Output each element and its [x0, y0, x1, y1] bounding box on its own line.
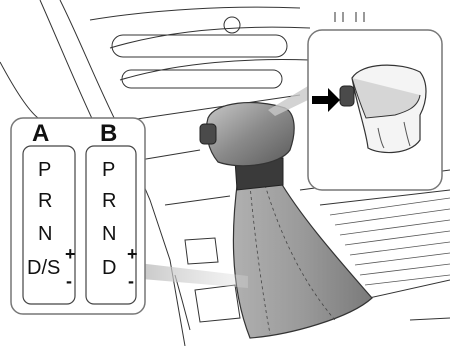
- shift-button: [200, 124, 216, 144]
- gear-n-label: N: [102, 224, 116, 244]
- inset-shift-button: [340, 86, 354, 106]
- gear-d-label: D: [102, 258, 116, 278]
- gear-r-label: R: [38, 191, 52, 211]
- panel-b-label: B: [100, 122, 117, 146]
- plus-label-a: +: [65, 245, 76, 263]
- panel-a-label: A: [32, 122, 49, 146]
- shifter-boot: [233, 178, 372, 338]
- gear-p-label: P: [38, 160, 51, 180]
- gear-ds-label: D/S: [27, 258, 60, 278]
- minus-label-a: -: [66, 272, 72, 290]
- gear-n-label: N: [38, 224, 52, 244]
- gear-r-label: R: [102, 191, 116, 211]
- minus-label-b: -: [128, 272, 134, 290]
- plus-label-b: +: [127, 245, 138, 263]
- gate-callout-cone: [130, 262, 248, 288]
- gear-p-label: P: [102, 160, 115, 180]
